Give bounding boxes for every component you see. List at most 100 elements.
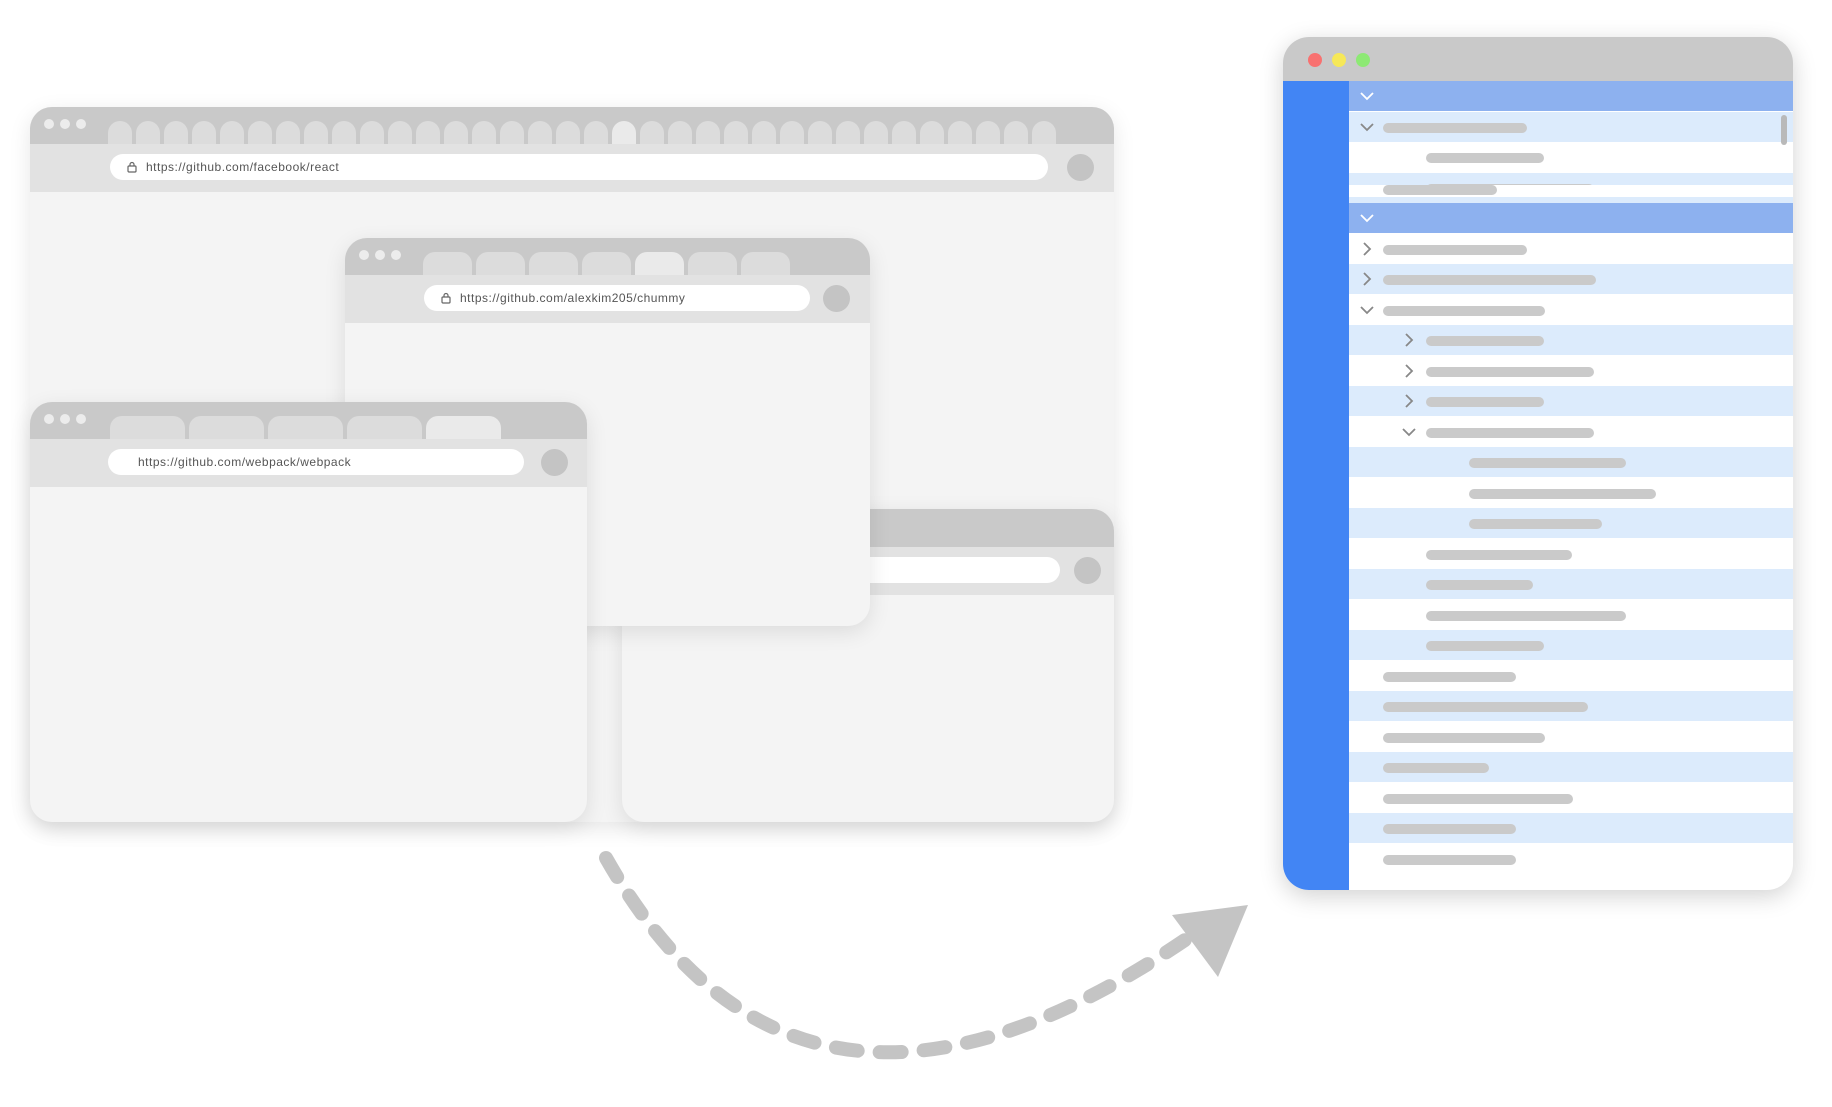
chevron-down-icon[interactable] <box>1359 210 1375 226</box>
browser-tab[interactable] <box>528 121 552 144</box>
profile-button[interactable] <box>541 449 568 476</box>
profile-button[interactable] <box>1067 154 1094 181</box>
chevron-right-icon[interactable] <box>1359 271 1375 287</box>
chevron-right-icon[interactable] <box>1401 332 1417 348</box>
tree-row[interactable] <box>1349 630 1793 660</box>
tree-row[interactable] <box>1349 752 1793 782</box>
chevron-right-icon[interactable] <box>1401 393 1417 409</box>
browser-tab[interactable] <box>276 121 300 144</box>
minimize-button[interactable] <box>1332 53 1346 67</box>
tree-row[interactable] <box>1349 417 1793 447</box>
tree-section-header[interactable] <box>1349 203 1793 233</box>
profile-button[interactable] <box>823 285 850 312</box>
browser-tab[interactable] <box>347 416 422 439</box>
browser-tab[interactable] <box>920 121 944 144</box>
browser-tab[interactable] <box>360 121 384 144</box>
tree-row[interactable] <box>1349 447 1793 477</box>
browser-tab[interactable] <box>640 121 664 144</box>
chevron-down-icon[interactable] <box>1359 119 1375 135</box>
browser-tab[interactable] <box>635 252 684 275</box>
browser-tab[interactable] <box>189 416 264 439</box>
close-button[interactable] <box>1308 53 1322 67</box>
chevron-right-icon[interactable] <box>1359 241 1375 257</box>
browser-tab[interactable] <box>1032 121 1056 144</box>
browser-tab[interactable] <box>948 121 972 144</box>
browser-tab[interactable] <box>582 252 631 275</box>
browser-tab[interactable] <box>108 121 132 144</box>
browser-tab[interactable] <box>836 121 860 144</box>
browser-tab[interactable] <box>1004 121 1028 144</box>
chevron-down-icon[interactable] <box>1359 88 1375 104</box>
browser-tab[interactable] <box>164 121 188 144</box>
browser-tab[interactable] <box>808 121 832 144</box>
chevron-down-icon[interactable] <box>1401 424 1417 440</box>
browser-tab[interactable] <box>268 416 343 439</box>
browser-tab[interactable] <box>426 416 501 439</box>
browser-tab[interactable] <box>612 121 636 144</box>
browser-tab[interactable] <box>192 121 216 144</box>
tree-row[interactable] <box>1349 661 1793 691</box>
tree-row[interactable] <box>1349 112 1793 142</box>
tree-row[interactable] <box>1349 600 1793 630</box>
tree-row[interactable] <box>1349 234 1793 264</box>
browser-tab[interactable] <box>688 252 737 275</box>
browser-tab[interactable] <box>416 121 440 144</box>
tree-row[interactable] <box>1349 569 1793 599</box>
tree-item-placeholder <box>1383 245 1527 255</box>
tree-row[interactable] <box>1349 813 1793 843</box>
browser-tab[interactable] <box>304 121 328 144</box>
tree-row[interactable] <box>1349 386 1793 416</box>
browser-tab[interactable] <box>476 252 525 275</box>
window-dots <box>44 119 86 129</box>
browser-tab[interactable] <box>220 121 244 144</box>
browser-tab[interactable] <box>529 252 578 275</box>
browser-tab[interactable] <box>388 121 412 144</box>
browser-tab[interactable] <box>423 252 472 275</box>
tree-row[interactable] <box>1349 783 1793 813</box>
address-bar[interactable]: https://github.com/alexkim205/chummy <box>424 285 810 311</box>
tree-row[interactable] <box>1349 691 1793 721</box>
tree-row[interactable] <box>1349 325 1793 355</box>
tree-row[interactable] <box>1349 478 1793 508</box>
tree-section-header[interactable] <box>1349 81 1793 111</box>
browser-tab[interactable] <box>864 121 888 144</box>
address-bar[interactable]: https://github.com/facebook/react <box>110 154 1048 180</box>
browser-tab[interactable] <box>752 121 776 144</box>
tree-row[interactable] <box>1349 356 1793 386</box>
browser-tab[interactable] <box>892 121 916 144</box>
tree-row[interactable] <box>1349 295 1793 325</box>
tree-row[interactable] <box>1349 185 1793 197</box>
browser-tab[interactable] <box>668 121 692 144</box>
window-dot <box>60 119 70 129</box>
tree-item-placeholder <box>1426 611 1626 621</box>
browser-tab[interactable] <box>110 416 185 439</box>
browser-tab[interactable] <box>500 121 524 144</box>
tree-row[interactable] <box>1349 844 1793 874</box>
tree-row[interactable] <box>1349 264 1793 294</box>
chevron-down-icon[interactable] <box>1359 302 1375 318</box>
tree-row[interactable] <box>1349 539 1793 569</box>
address-bar[interactable]: https://github.com/webpack/webpack <box>108 449 524 475</box>
tree-row[interactable] <box>1349 722 1793 752</box>
chevron-right-icon[interactable] <box>1401 363 1417 379</box>
browser-tab[interactable] <box>248 121 272 144</box>
window-dot <box>391 250 401 260</box>
browser-tab[interactable] <box>780 121 804 144</box>
browser-tab[interactable] <box>976 121 1000 144</box>
browser-tab[interactable] <box>696 121 720 144</box>
browser-tab[interactable] <box>136 121 160 144</box>
browser-tab[interactable] <box>724 121 748 144</box>
browser-tab[interactable] <box>584 121 608 144</box>
maximize-button[interactable] <box>1356 53 1370 67</box>
profile-button[interactable] <box>1074 557 1101 584</box>
browser-tab[interactable] <box>741 252 790 275</box>
tree-item-placeholder <box>1383 185 1497 195</box>
tree-row[interactable] <box>1349 508 1793 538</box>
tree-row[interactable] <box>1349 142 1793 172</box>
browser-tab[interactable] <box>556 121 580 144</box>
browser-tab[interactable] <box>444 121 468 144</box>
tree-item-placeholder <box>1426 397 1544 407</box>
scrollbar-thumb[interactable] <box>1781 115 1787 145</box>
browser-tab[interactable] <box>472 121 496 144</box>
browser-tab[interactable] <box>332 121 356 144</box>
